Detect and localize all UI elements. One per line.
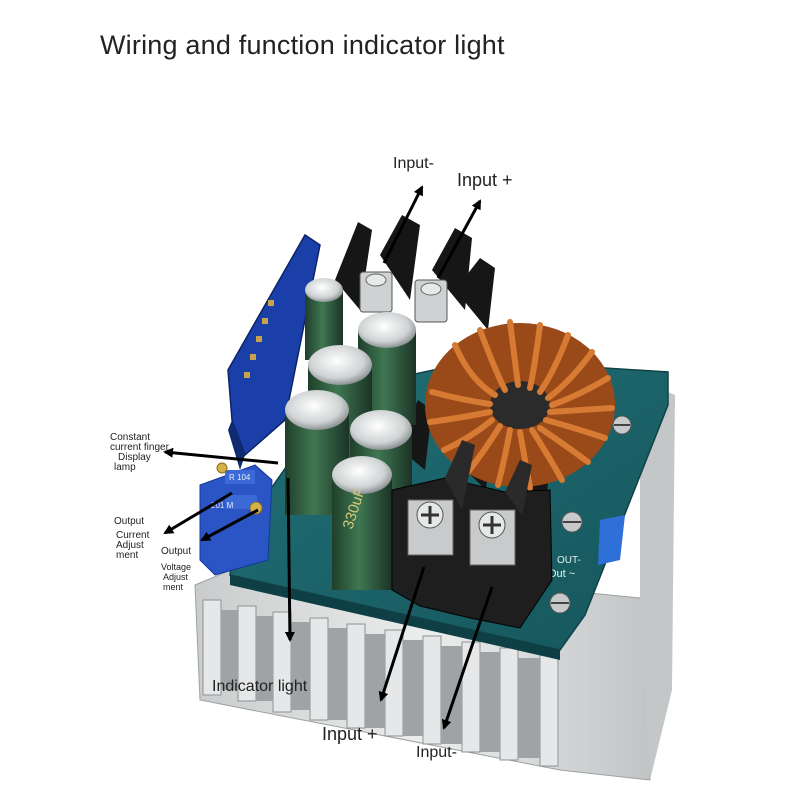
label-input-plus-bottom: Input + xyxy=(322,724,378,744)
label-line: Current xyxy=(116,530,150,541)
label-line: Adjust xyxy=(116,540,144,551)
pot-top-marking: R 104 xyxy=(229,473,251,482)
page-title: Wiring and function indicator light xyxy=(100,30,505,60)
arrow-input-minus-top xyxy=(382,185,424,264)
label-line: current finger xyxy=(110,442,169,453)
input-screw-terminals xyxy=(359,271,448,323)
arrow-indicator-light xyxy=(284,477,295,642)
callout-arrows xyxy=(163,185,494,730)
label-line: Voltage xyxy=(161,562,192,572)
out-minus-marking: OUT- xyxy=(557,555,581,566)
label-line: Output xyxy=(114,516,145,527)
arrow-output-voltage xyxy=(200,508,259,542)
out-tilde-marking: Out ~ xyxy=(548,568,575,580)
label-input-minus-top: Input- xyxy=(393,155,434,172)
label-line: Display xyxy=(118,452,151,463)
label-output-voltage: Output Voltage Adjust ment xyxy=(161,546,192,593)
label-line: Adjust xyxy=(163,572,189,582)
label-constant-current-lamp: Constant current finger Display lamp xyxy=(110,433,169,473)
arrow-constant-current-lamp xyxy=(163,447,279,465)
label-line: ment xyxy=(163,582,184,592)
label-input-minus-bottom: Input- xyxy=(416,744,457,761)
arrow-output-current xyxy=(163,491,233,535)
arrow-input-plus-bottom xyxy=(378,566,426,702)
label-input-plus-top: Input + xyxy=(457,170,513,190)
label-output-current: Output Current Adjust ment xyxy=(114,517,149,561)
label-line: Constant xyxy=(110,432,151,443)
output-terminal-block xyxy=(391,440,553,629)
arrow-input-minus-bottom xyxy=(441,586,494,730)
label-line: lamp xyxy=(114,462,136,473)
label-indicator-light: Indicator light xyxy=(212,678,308,695)
label-line: Output xyxy=(161,546,192,557)
label-line: ment xyxy=(116,550,139,561)
pot-bottom-marking: 201 M xyxy=(211,501,234,510)
capacitors: 330uF xyxy=(285,278,416,590)
potentiometers: R 104 201 M xyxy=(199,462,273,576)
arrow-input-plus-top xyxy=(436,199,482,279)
